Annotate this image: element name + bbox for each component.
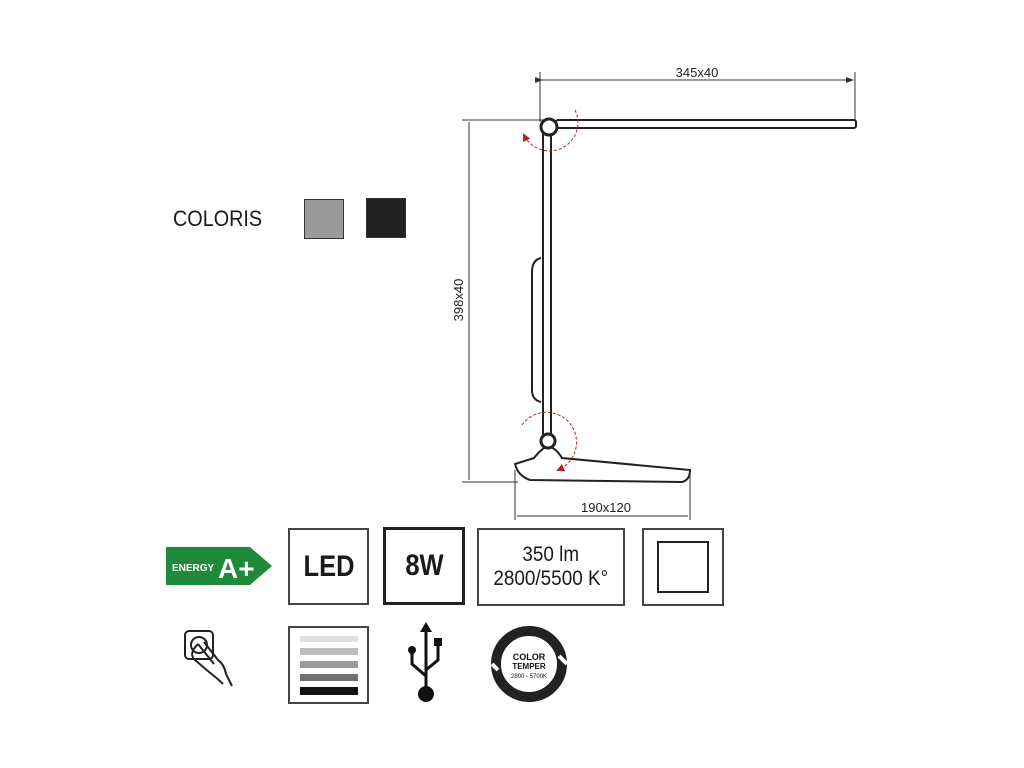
energy-label-icon: ENERGY A+ (166, 547, 272, 585)
svg-text:TEMPER: TEMPER (512, 662, 546, 671)
svg-text:COLOR: COLOR (513, 652, 546, 662)
arm-dimension-label: 345x40 (676, 65, 719, 80)
lumen-text: 350 lm (522, 543, 580, 566)
usb-icon (408, 622, 442, 702)
height-dimension (462, 119, 545, 483)
base-dimension-label: 190x120 (581, 500, 631, 515)
led-badge: LED (288, 528, 369, 605)
power-text: 8W (404, 549, 444, 582)
lamp-body (513, 117, 857, 484)
color-temperature-icon: COLOR TEMPER 2800 - 5700K (490, 626, 569, 702)
class-ii-insulation-icon (642, 528, 724, 606)
arm-dimension (535, 72, 856, 122)
base-dimension (514, 470, 691, 520)
svg-text:2800 - 5700K: 2800 - 5700K (511, 674, 547, 680)
svg-text:A+: A+ (218, 553, 255, 584)
color-temp-text: 2800/5500 K° (493, 567, 609, 590)
height-dimension-label: 398x40 (451, 279, 466, 322)
touch-switch-icon (184, 630, 233, 687)
power-badge: 8W (383, 527, 465, 605)
dimmer-levels-icon (288, 626, 369, 704)
svg-text:ENERGY: ENERGY (172, 563, 215, 574)
grey-swatch[interactable] (304, 199, 344, 239)
colors-label: COLORIS (173, 206, 263, 231)
led-text: LED (303, 549, 354, 583)
rotation-arrows (521, 109, 579, 472)
black-swatch[interactable] (366, 198, 406, 238)
